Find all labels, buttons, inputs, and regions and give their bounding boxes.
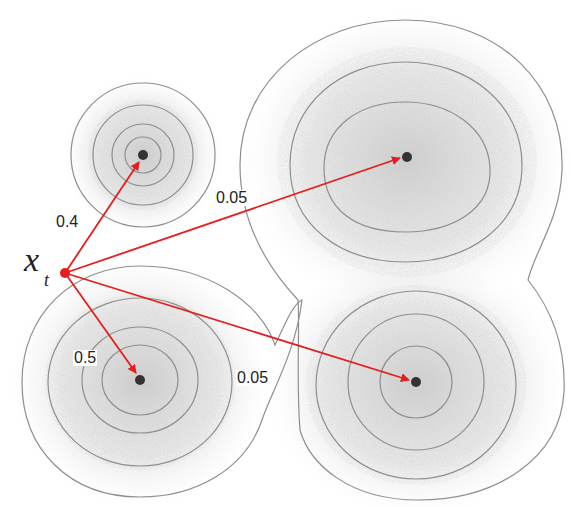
probability-label: 0.05 [236, 370, 269, 386]
contour-lines [22, 20, 564, 500]
variable-symbol: x [24, 243, 39, 277]
data-point [60, 268, 70, 278]
subscript-symbol: t [44, 271, 49, 289]
probability-label: 0.4 [55, 214, 79, 230]
cluster-centre [135, 150, 421, 387]
probability-label: 0.5 [73, 350, 97, 366]
probability-label: 0.05 [215, 190, 248, 206]
responsibility-arrow [65, 158, 409, 380]
density-cloud [10, 10, 571, 507]
